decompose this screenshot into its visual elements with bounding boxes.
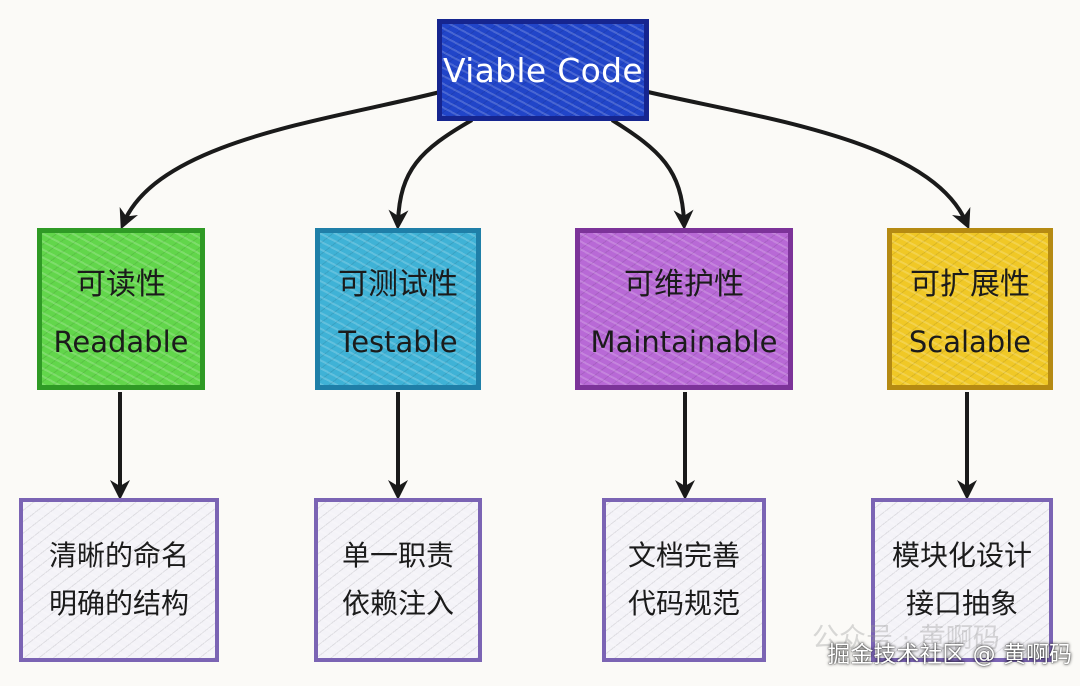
category-node-testable: 可测试性 Testable [315,228,481,390]
edge-root-maintainable [610,118,694,230]
detail-node-readable: 清晰的命名 明确的结构 [19,498,219,662]
category-node-label-en: Maintainable [590,325,778,359]
edge-root-readable [119,90,441,230]
detail-line-1: 模块化设计 [891,539,1032,572]
root-node: Viable Code [437,19,649,121]
edge-root-scalable [647,90,971,230]
detail-line-1: 文档完善 [627,539,740,572]
detail-line-2: 明确的结构 [48,587,189,620]
detail-line-2: 依赖注入 [341,587,454,620]
detail-node-maintainable: 文档完善 代码规范 [602,498,766,662]
category-node-readable: 可读性 Readable [37,228,205,390]
category-node-maintainable: 可维护性 Maintainable [575,228,793,390]
detail-line-1: 单一职责 [341,539,454,572]
detail-line-2: 接口抽象 [905,587,1018,620]
category-node-label-en: Scalable [908,325,1032,359]
category-node-label-zh: 可维护性 [624,267,744,302]
watermark-ghost: 公众号 · 黄啊码 [812,623,1000,654]
detail-node-testable: 单一职责 依赖注入 [314,498,482,662]
detail-line-1: 清晰的命名 [48,539,189,572]
category-node-label-zh: 可测试性 [338,267,458,302]
detail-node-scalable: 模块化设计 接口抽象 [871,498,1053,662]
root-node-label: Viable Code [443,50,643,90]
watermark: 掘金技术社区 @ 黄啊码 [827,642,1072,668]
category-node-label-zh: 可读性 [76,267,166,302]
detail-line-2: 代码规范 [627,587,740,620]
category-node-label-zh: 可扩展性 [910,267,1030,302]
category-node-label-en: Readable [53,325,189,359]
category-node-label-en: Testable [338,325,458,359]
category-node-scalable: 可扩展性 Scalable [887,228,1053,390]
edge-root-testable [388,118,473,230]
